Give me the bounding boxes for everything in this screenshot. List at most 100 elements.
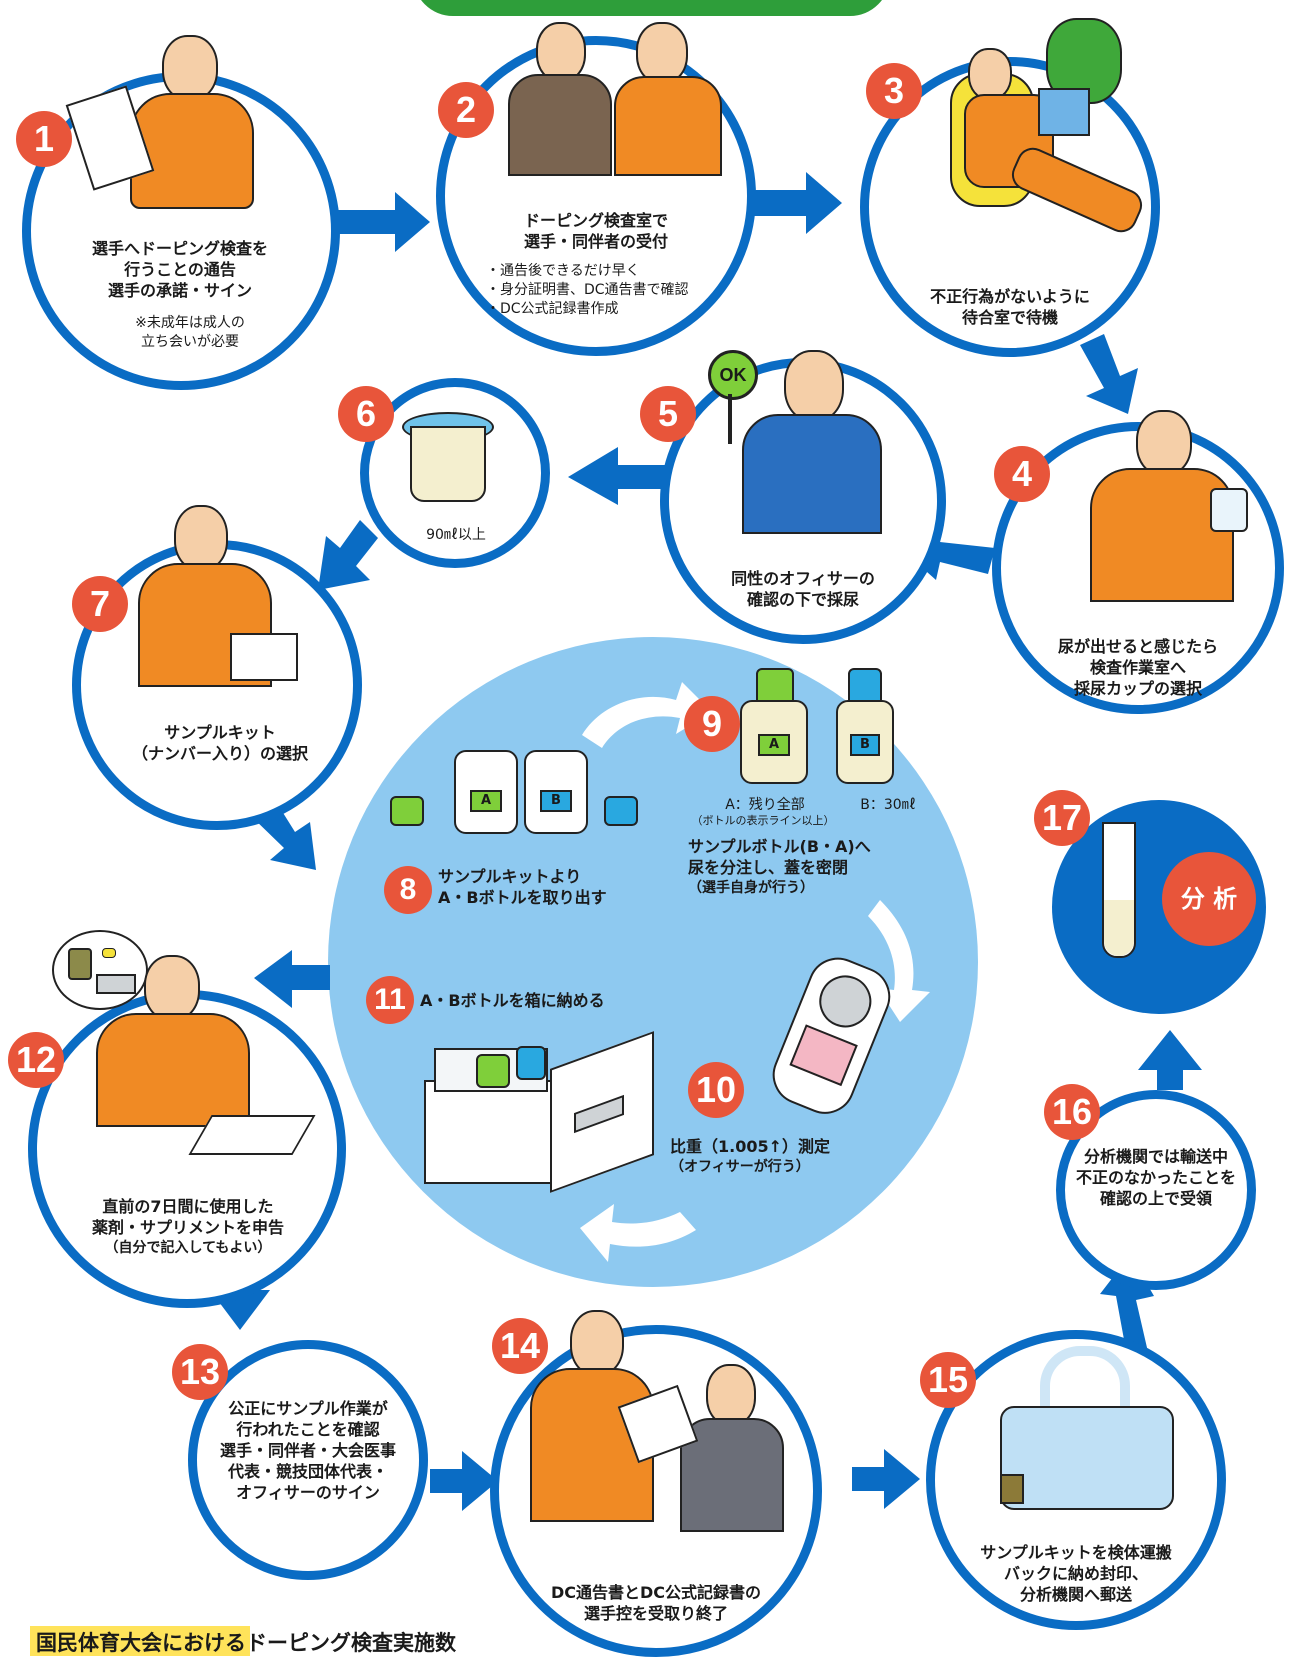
- step-14-line-1: DC通告書とDC公式記録書の: [550, 1583, 762, 1602]
- step-17-badge: 17: [1034, 790, 1090, 846]
- step-15-line-2: バックに納め封印、: [1003, 1564, 1148, 1583]
- step-4-badge: 4: [994, 446, 1050, 502]
- supplements-thought-bubble: [52, 930, 148, 1010]
- step-15-line-3: 分析機関へ郵送: [1019, 1585, 1132, 1604]
- arrow-6-7: [318, 520, 378, 590]
- step-10-text: 比重（1.005↑）測定 （オフィサーが行う）: [670, 1136, 890, 1178]
- step-2-note-2: ・身分証明書、DC通告書で確認: [486, 282, 689, 298]
- bottle-9a-label: A: [758, 734, 790, 756]
- step-2-note-3: ・DC公式記録書作成: [486, 301, 619, 317]
- step-9-line-3: （選手自身が行う）: [688, 880, 814, 896]
- step-1-line-1: 選手へドーピング検査を: [91, 239, 268, 258]
- step-13-line-5: オフィサーのサイン: [236, 1483, 380, 1502]
- bottle-b-label: B: [540, 790, 572, 812]
- arrow-16-17: [1138, 1030, 1202, 1090]
- reception-illustration: [508, 22, 722, 176]
- step-7-text: サンプルキット （ナンバー入り）の選択: [110, 722, 330, 764]
- bottle-a-label: A: [470, 790, 502, 812]
- arrow-2-3: [752, 172, 842, 234]
- step-5-line-2: 確認の下で採尿: [746, 590, 859, 609]
- step-1-note-2: 立ち会いが必要: [141, 334, 239, 350]
- step-9-label-b: B：30㎖: [860, 797, 916, 813]
- step-3-line-1: 不正行為がないように: [930, 287, 1090, 306]
- step-16-line-1: 分析機関では輸送中: [1083, 1147, 1228, 1166]
- ok-sign: OK: [708, 350, 758, 400]
- step-11-badge: 11: [366, 976, 414, 1024]
- step-10-line-2: （オフィサーが行う）: [670, 1159, 810, 1175]
- step-10-line-1: 比重（1.005↑）測定: [670, 1137, 831, 1156]
- step-1-note-1: ※未成年は成人の: [135, 315, 245, 331]
- arrow-14-15: [852, 1449, 920, 1509]
- step-10-badge: 10: [688, 1062, 744, 1118]
- arrow-13-14: [430, 1451, 498, 1511]
- step-6-badge: 6: [338, 386, 394, 442]
- step-2-line-2: 選手・同伴者の受付: [523, 232, 668, 251]
- step-13-circle: [188, 1340, 428, 1580]
- officer-ok-illustration: OK: [708, 350, 928, 540]
- step-4-line-3: 採尿カップの選択: [1073, 679, 1202, 698]
- step-8-text: サンプルキットより A・Bボトルを取り出す: [438, 866, 638, 908]
- step-8-line-1: サンプルキットより: [438, 867, 582, 886]
- step-9-label-a: A：残り全部: [725, 797, 805, 813]
- step-2-title: ドーピング検査室で 選手・同伴者の受付: [466, 210, 726, 252]
- step-11-text: A・Bボトルを箱に納める: [420, 991, 605, 1010]
- step-12-badge: 12: [8, 1032, 64, 1088]
- step-14-line-2: 選手控を受取り終了: [583, 1604, 728, 1623]
- step-15-badge: 15: [920, 1352, 976, 1408]
- athlete-sample-kit-illustration: [130, 505, 300, 695]
- step-4-text: 尿が出せると感じたら 検査作業室へ 採尿カップの選択: [1018, 636, 1258, 699]
- step-9-text: サンプルボトル(B・A)へ 尿を分注し、蓋を密閉 （選手自身が行う）: [688, 836, 928, 899]
- step-16-line-3: 確認の上で受領: [1099, 1189, 1212, 1208]
- step-8-badge: 8: [384, 866, 432, 914]
- step-12-text: 直前の7日間に使用した 薬剤・サプリメントを申告 （自分で記入してもよい）: [58, 1196, 318, 1259]
- step-14-badge: 14: [492, 1318, 548, 1374]
- step-1-line-3: 選手の承諾・サイン: [107, 281, 252, 300]
- analysis-badge: 分 析: [1162, 852, 1256, 946]
- step-5-text: 同性のオフィサーの 確認の下で採尿: [688, 568, 918, 610]
- white-arrow-8-9: [582, 682, 712, 748]
- step-3-line-2: 待合室で待機: [961, 308, 1058, 327]
- step-7-line-1: サンプルキット: [164, 723, 276, 742]
- transport-bag-illustration: [1000, 1346, 1174, 1516]
- top-banner: [413, 0, 890, 16]
- box-illustration: [424, 1031, 654, 1193]
- step-12-line-3: （自分で記入してもよい）: [104, 1240, 272, 1256]
- arrow-1-2: [332, 192, 430, 252]
- step-1-line-2: 行うことの通告: [124, 260, 236, 279]
- step-13-text: 公正にサンプル作業が 行われたことを確認 選手・同伴者・大会医事 代表・競技団体…: [200, 1398, 416, 1503]
- step-5-badge: 5: [640, 386, 696, 442]
- footer-heading: 国民体育大会におけるドーピング検査実施数: [36, 1631, 456, 1655]
- step-1-note: ※未成年は成人の 立ち会いが必要: [80, 314, 300, 352]
- athlete-writing-desk-illustration: [90, 955, 320, 1155]
- step-9-line-2: 尿を分注し、蓋を密閉: [688, 858, 849, 877]
- step-1-badge: 1: [16, 111, 72, 167]
- step-9-label-a-note: （ボトルの表示ライン以上）: [691, 814, 835, 827]
- athlete-holding-cup-illustration: [1090, 410, 1250, 610]
- step-3-badge: 3: [866, 63, 922, 119]
- step-4-line-1: 尿が出せると感じたら: [1057, 637, 1218, 656]
- arrow-11-12: [254, 950, 330, 1008]
- step-12-line-2: 薬剤・サプリメントを申告: [91, 1218, 284, 1237]
- step-12-line-1: 直前の7日間に使用した: [102, 1197, 274, 1216]
- arrow-3-4: [1080, 334, 1138, 414]
- bottle-9b-label: B: [850, 734, 880, 756]
- step-13-line-3: 選手・同伴者・大会医事: [219, 1441, 396, 1460]
- step-2-note-1: ・通告後できるだけ早く: [486, 263, 640, 279]
- step-9-badge: 9: [684, 696, 740, 752]
- step-2-badge: 2: [438, 82, 494, 138]
- step-15-line-1: サンプルキットを検体運搬: [980, 1543, 1172, 1562]
- step-7-badge: 7: [72, 576, 128, 632]
- white-arrow-10-11: [580, 1204, 696, 1262]
- step-16-text: 分析機関では輸送中 不正のなかったことを 確認の上で受領: [1068, 1146, 1244, 1209]
- step-8-line-2: A・Bボトルを取り出す: [438, 888, 607, 907]
- step-6-text: 90㎖以上: [426, 527, 486, 543]
- bottles-illustration-8: A B: [388, 750, 638, 840]
- step-13-line-4: 代表・競技団体代表・: [227, 1462, 388, 1481]
- test-tube-illustration: [1102, 822, 1136, 958]
- step-5-line-1: 同性のオフィサーの: [731, 569, 875, 588]
- step-13-line-2: 行われたことを確認: [236, 1420, 380, 1439]
- urine-cup-illustration: [402, 412, 494, 502]
- step-16-badge: 16: [1044, 1084, 1100, 1140]
- waiting-room-illustration: [950, 18, 1148, 258]
